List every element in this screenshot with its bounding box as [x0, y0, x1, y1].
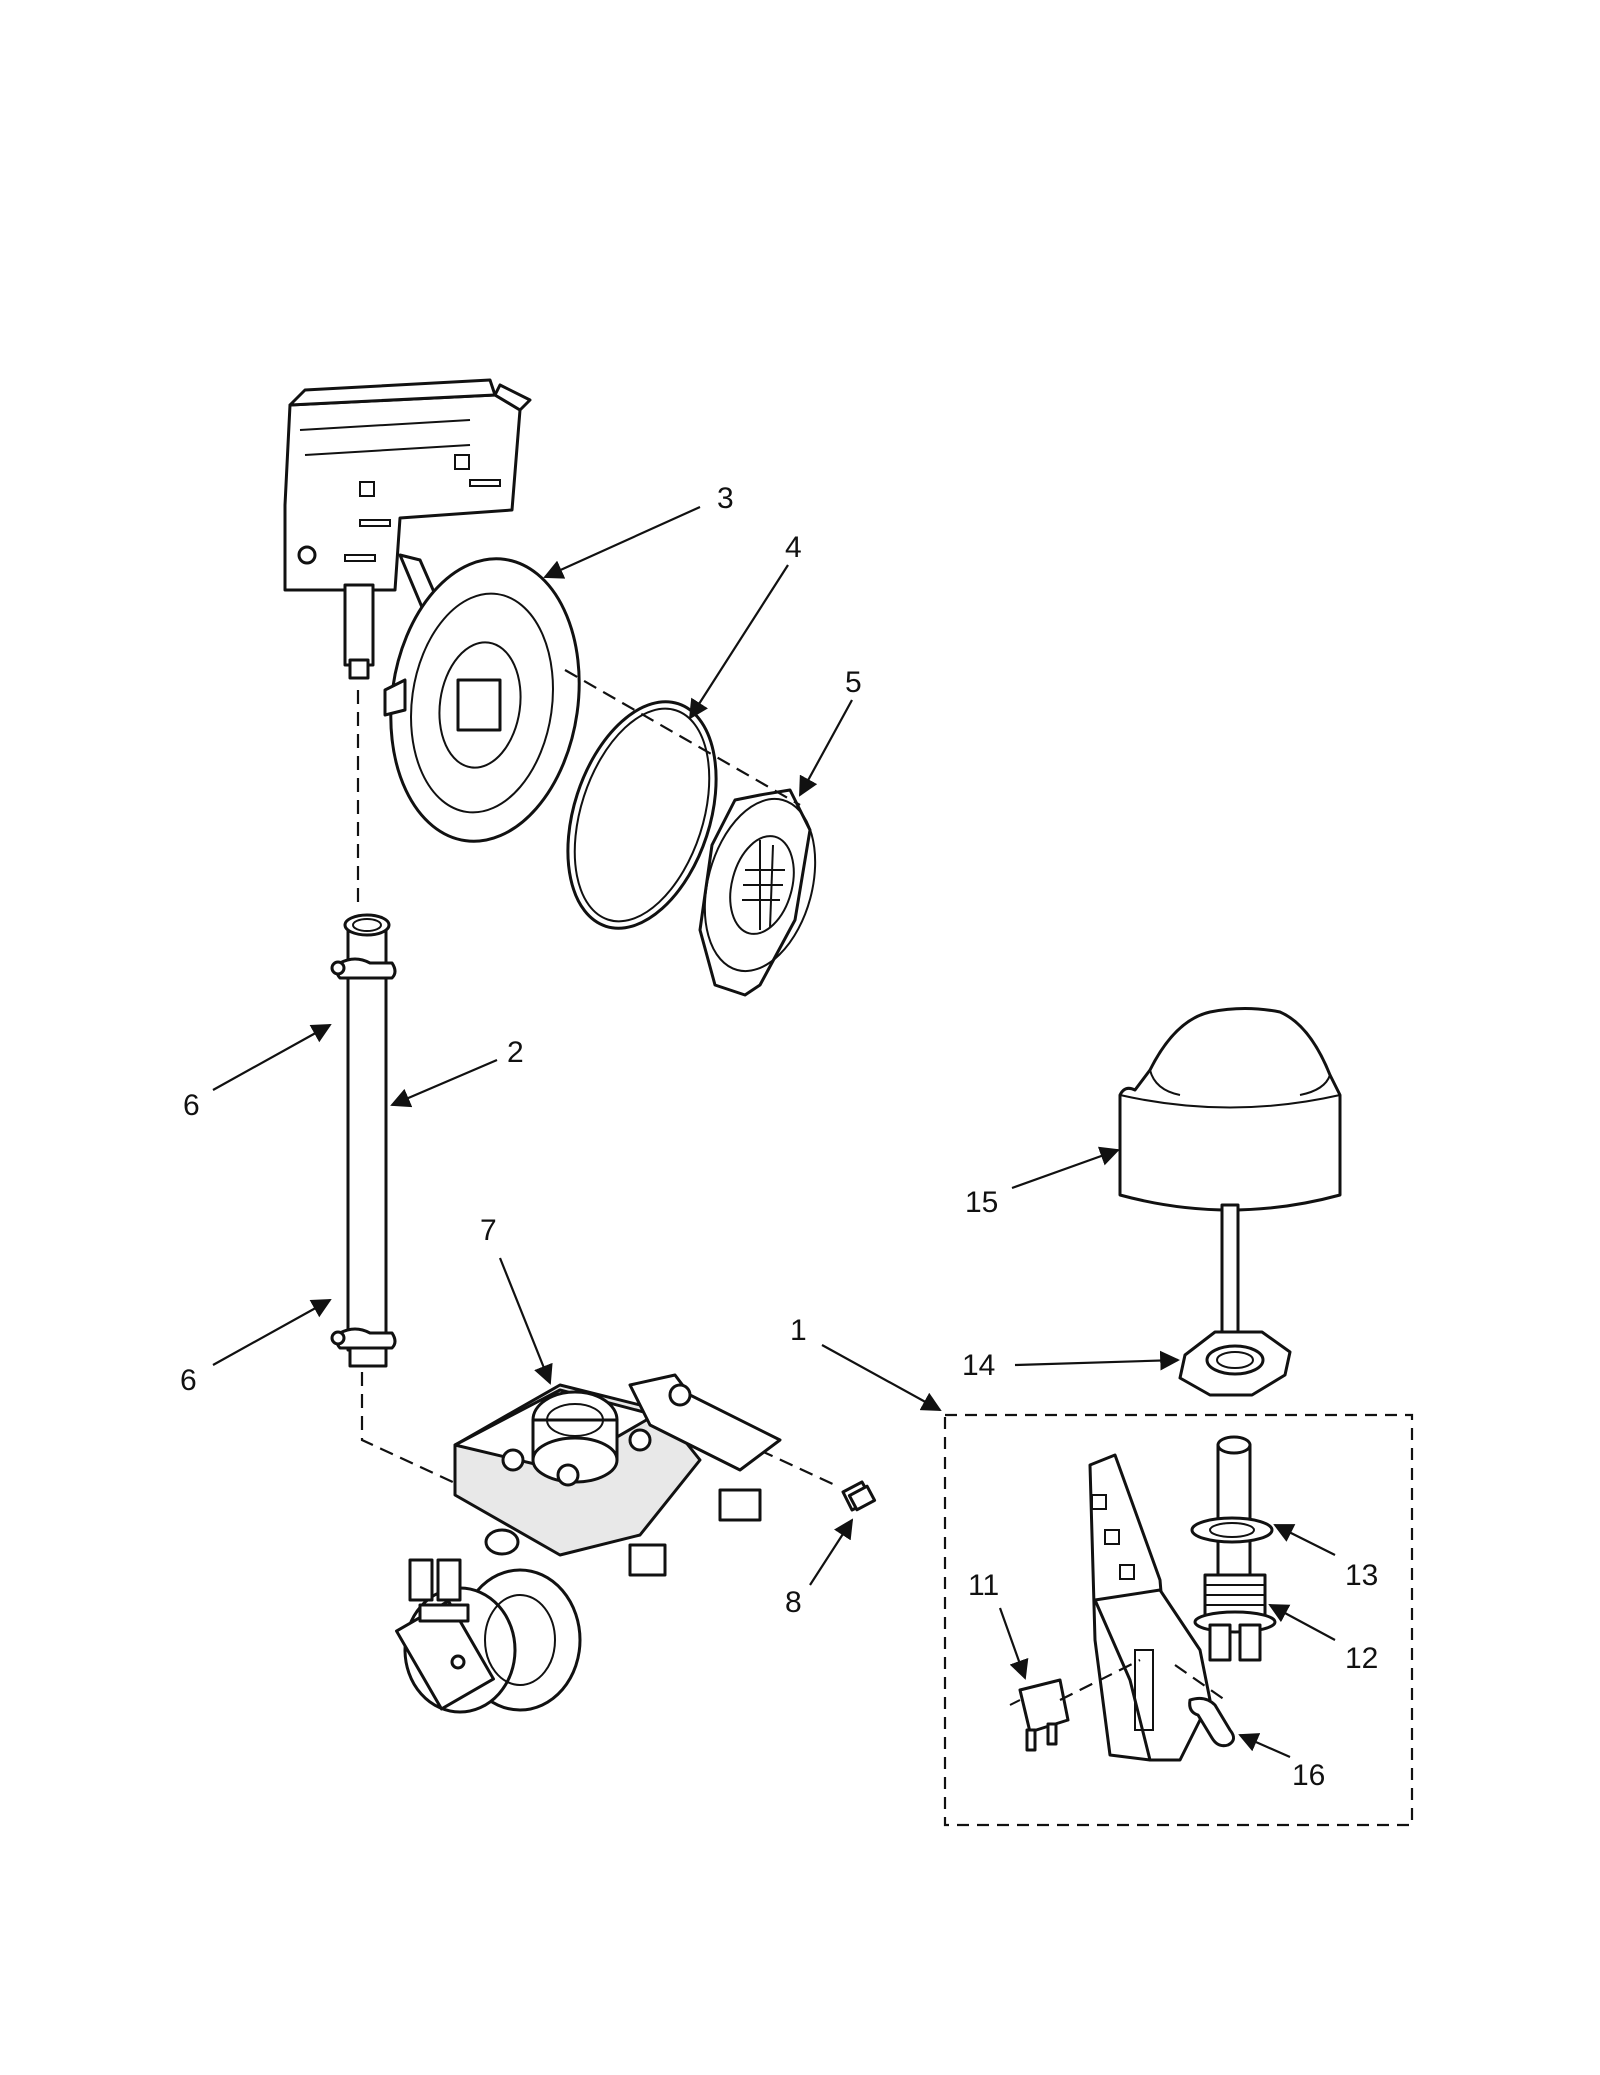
part-1-assembly-box: [943, 1413, 1414, 1827]
leader-14: [1014, 1350, 1180, 1371]
callout-label-1: 1: [790, 1314, 807, 1347]
leader-6-lower: [212, 1299, 332, 1366]
part-6-clamp-upper: [330, 957, 397, 980]
callout-label-6a: 6: [183, 1089, 200, 1122]
part-7-water-valve: [395, 1373, 782, 1714]
part-14-hex-nut: [1178, 1330, 1292, 1397]
part-5-filter-cap: [698, 788, 817, 997]
callout-label-14: 14: [962, 1349, 995, 1382]
part-3-bracket-housing: [283, 378, 581, 843]
leader-12: [1268, 1604, 1336, 1641]
leader-6-upper: [212, 1024, 332, 1091]
leader-13: [1273, 1524, 1336, 1556]
part-15-float: [1118, 1007, 1342, 1371]
callout-label-2: 2: [507, 1036, 524, 1069]
callout-label-6b: 6: [180, 1364, 197, 1397]
part-6-clamp-lower: [330, 1327, 397, 1350]
leader-5: [799, 699, 853, 797]
part-1-float-switch-assembly: [1009, 1435, 1277, 1762]
leader-16: [1238, 1733, 1291, 1759]
leader-15: [1011, 1146, 1120, 1190]
part-8-screw: [841, 1480, 877, 1512]
part-4-o-ring: [566, 700, 718, 930]
leader-1: [821, 1344, 942, 1411]
callout-label-8: 8: [785, 1586, 802, 1619]
callout-label-4: 4: [785, 531, 802, 564]
callout-label-15: 15: [965, 1186, 998, 1219]
callout-label-11: 11: [968, 1569, 999, 1602]
leader-3: [543, 505, 701, 579]
leader-4: [688, 564, 789, 720]
callout-label-5: 5: [845, 666, 862, 699]
leader-8: [809, 1518, 854, 1586]
callout-label-7: 7: [480, 1214, 497, 1247]
callout-label-12: 12: [1345, 1642, 1378, 1675]
part-2-tube: [343, 913, 391, 1368]
callout-label-13: 13: [1345, 1559, 1378, 1592]
callout-label-3: 3: [717, 482, 734, 515]
leader-7: [498, 1257, 553, 1385]
leader-11: [998, 1607, 1029, 1680]
callout-label-16: 16: [1292, 1759, 1325, 1792]
leader-2: [390, 1058, 498, 1108]
